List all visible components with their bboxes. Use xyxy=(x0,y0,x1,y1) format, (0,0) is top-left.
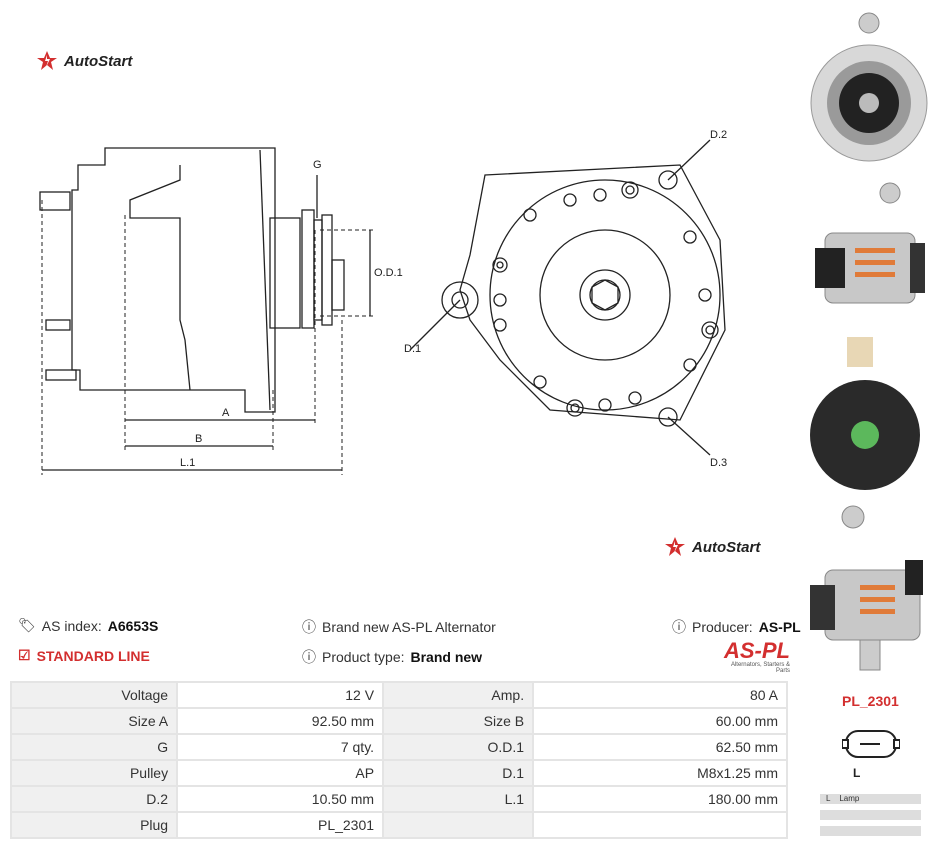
spec-value: 12 V xyxy=(176,681,385,709)
front-view-housing xyxy=(459,164,726,421)
producer: ⓘ Producer: AS-PL xyxy=(672,617,801,637)
spec-label: Plug xyxy=(9,811,179,839)
spec-label2: L.1 xyxy=(382,785,535,813)
brand-logo-top: AutoStart xyxy=(36,50,132,72)
spec-label2 xyxy=(382,811,535,839)
label-l1: L.1 xyxy=(180,457,195,469)
label-a: A xyxy=(222,407,230,419)
spec-label: Voltage xyxy=(9,681,179,709)
spec-value: AP xyxy=(176,759,385,787)
spec-label2: D.1 xyxy=(382,759,535,787)
spec-value2 xyxy=(532,811,788,839)
spec-value: PL_2301 xyxy=(176,811,385,839)
line-label: STANDARD LINE xyxy=(36,647,150,664)
legend-name: Lamp xyxy=(839,794,860,803)
autostart-logo-icon xyxy=(665,537,685,556)
spec-value: 10.50 mm xyxy=(176,785,385,813)
spec-label: G xyxy=(9,733,179,761)
standard-line-badge: ☑ STANDARD LINE xyxy=(18,647,150,664)
description-text: Brand new AS-PL Alternator xyxy=(322,619,496,635)
label-d2: D.2 xyxy=(710,129,727,141)
product-type: ⓘ Product type: Brand new xyxy=(302,647,482,667)
checkbox-icon: ☑ xyxy=(18,647,31,663)
spec-label: Size A xyxy=(9,707,179,735)
spec-label2: O.D.1 xyxy=(382,733,535,761)
spec-label2: Size B xyxy=(382,707,535,735)
brand-name: AutoStart xyxy=(64,52,133,70)
as-tagline: Alternators, Starters & Parts xyxy=(730,662,790,674)
as-index-label: AS index: xyxy=(41,617,102,634)
plug-connector-icon xyxy=(842,730,900,758)
as-logo-mark: AS-PL xyxy=(724,638,790,663)
spec-value2: 180.00 mm xyxy=(532,785,788,813)
producer-value: AS-PL xyxy=(758,619,801,635)
plug-legend-row-empty xyxy=(820,826,921,836)
spec-value: 92.50 mm xyxy=(176,707,385,735)
spec-value: 7 qty. xyxy=(176,733,385,761)
technical-drawing: G O.D.1 A B L.1 D.1 D.2 D.3 xyxy=(39,129,727,475)
info-icon: ⓘ xyxy=(302,619,316,635)
spec-value2: 60.00 mm xyxy=(532,707,788,735)
product-photo-rear xyxy=(810,337,920,529)
side-view-housing xyxy=(71,147,276,413)
brand-name: AutoStart xyxy=(692,538,761,556)
plug-legend-row-empty xyxy=(820,810,921,820)
spec-value2: 62.50 mm xyxy=(532,733,788,761)
spec-label2: Amp. xyxy=(382,681,535,709)
label-od1: O.D.1 xyxy=(374,267,403,279)
spec-value2: M8x1.25 mm xyxy=(532,759,788,787)
product-type-label: Product type: xyxy=(322,649,405,665)
label-d3: D.3 xyxy=(710,457,727,469)
producer-label: Producer: xyxy=(692,619,753,635)
description: ⓘ Brand new AS-PL Alternator xyxy=(302,617,496,637)
product-photo-front xyxy=(810,12,928,204)
label-b: B xyxy=(195,433,202,445)
tag-icon: 🏷 xyxy=(18,617,36,633)
product-photo-top xyxy=(810,560,923,671)
plug-legend-row: L Lamp xyxy=(820,794,921,804)
autostart-logo-icon xyxy=(37,51,57,70)
asplogo: AS-PL Alternators, Starters & Parts xyxy=(716,638,790,675)
info-icon: ⓘ xyxy=(302,649,316,665)
spec-label: Pulley xyxy=(9,759,179,787)
spec-value2: 80 A xyxy=(532,681,788,709)
plug-code: PL_2301 xyxy=(842,693,899,709)
product-type-value: Brand new xyxy=(410,649,483,665)
info-icon: ⓘ xyxy=(672,619,686,635)
label-d1: D.1 xyxy=(404,343,421,355)
brand-logo-bottom: AutoStart xyxy=(664,536,760,558)
legend-pin: L xyxy=(826,794,831,803)
side-view-inner xyxy=(129,165,191,391)
spec-label: D.2 xyxy=(9,785,179,813)
as-index: 🏷 AS index: A6653S xyxy=(18,617,158,634)
plug-pin-label: L xyxy=(853,766,861,780)
product-photo-side xyxy=(815,232,925,304)
as-index-value: A6653S xyxy=(107,617,159,634)
plug-legend: L Lamp xyxy=(820,794,921,842)
label-g: G xyxy=(313,159,322,171)
